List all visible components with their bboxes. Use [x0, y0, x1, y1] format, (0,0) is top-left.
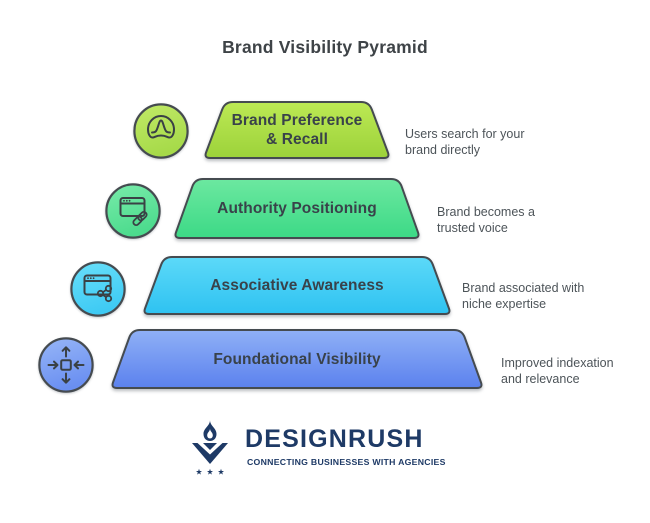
logo-stars — [195, 468, 225, 475]
level-1-icon-badge — [133, 103, 189, 159]
level-4-icon-badge — [38, 337, 94, 393]
page-title: Brand Visibility Pyramid — [222, 37, 428, 57]
level-3-icon-badge — [70, 261, 126, 317]
logo-v-chevron — [192, 443, 228, 464]
level-4-shape — [111, 329, 483, 389]
designrush-logo-mark — [192, 420, 228, 475]
level-2-label: Authority Positioning — [174, 179, 420, 238]
brand-tagline: CONNECTING BUSINESSES WITH AGENCIES — [247, 457, 446, 467]
level-3-label-line-1: Associative Awareness — [210, 277, 384, 294]
pulse-wave-icon — [147, 115, 175, 139]
level-2-icon-badge — [105, 183, 161, 239]
brand-wordmark: DESIGNRUSH — [245, 425, 424, 453]
level-3-caption: Brand associated with niche expertise — [462, 281, 585, 311]
level-4-label: Foundational Visibility — [111, 330, 483, 388]
level-2-caption: Brand becomes a trusted voice — [437, 205, 535, 235]
center-arrows-icon — [47, 346, 85, 384]
level-3-shape — [143, 256, 451, 315]
level-4-caption: Improved indexation and relevance — [501, 356, 614, 386]
browser-link-icon — [119, 197, 148, 227]
level-3-label: Associative Awareness — [143, 257, 451, 314]
level-1-label-line-2: & Recall — [266, 131, 328, 148]
level-1-label: Brand Preference & Recall — [204, 102, 390, 158]
level-1-shape — [204, 101, 390, 159]
level-2-shape — [174, 178, 420, 239]
level-2-label-line-1: Authority Positioning — [217, 200, 377, 217]
flame-icon — [203, 420, 217, 441]
level-4-label-line-1: Foundational Visibility — [213, 350, 381, 368]
level-1-label-line-1: Brand Preference — [231, 112, 363, 129]
level-1-caption: Users search for your brand directly — [405, 127, 525, 157]
browser-share-icon — [83, 274, 113, 303]
